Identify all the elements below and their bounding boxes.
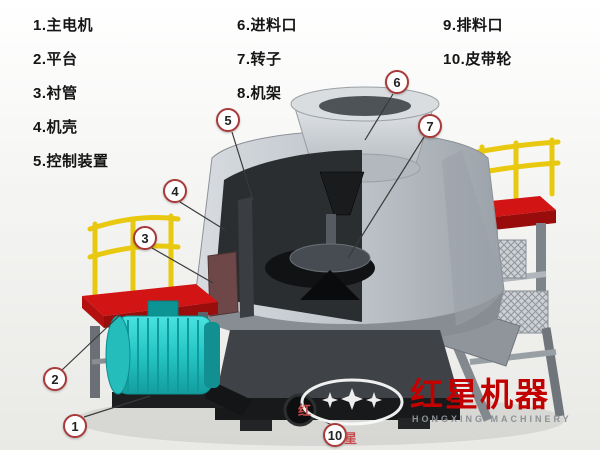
callout-3: 3 [133, 226, 157, 250]
legend-item-5: 5.控制装置 [33, 153, 109, 170]
brand-name-cn: 红星机器 [410, 376, 550, 413]
legend-item-6: 6.进料口 [237, 17, 298, 34]
callout-10: 10 [323, 423, 347, 447]
callout-1: 1 [63, 414, 87, 438]
legend-item-3: 3.衬管 [33, 85, 78, 102]
legend-item-4: 4.机壳 [33, 119, 78, 136]
inner-funnel [319, 171, 365, 216]
callout-5: 5 [216, 108, 240, 132]
legend-item-9: 9.排料口 [443, 17, 504, 34]
callout-2: 2 [43, 367, 67, 391]
callout-lines [61, 93, 425, 425]
brand-logo [300, 378, 404, 426]
brand-mark-bottom: 星 [344, 431, 358, 446]
legend-item-7: 7.转子 [237, 51, 282, 68]
callout-6: 6 [385, 70, 409, 94]
machine-base [215, 330, 460, 431]
callout-7: 7 [418, 114, 442, 138]
cutaway-interior [207, 150, 375, 322]
rotor [289, 243, 371, 273]
left-railing [87, 213, 181, 299]
legend-item-10: 10.皮带轮 [443, 51, 512, 68]
callout-4: 4 [163, 179, 187, 203]
brand-name-en: HONGXING MACHINERY [412, 414, 572, 424]
main-motor [105, 300, 252, 416]
brand-mark-left: 红 [298, 403, 312, 418]
legend-item-8: 8.机架 [237, 85, 282, 102]
legend-item-2: 2.平台 [33, 51, 78, 68]
legend-item-1: 1.主电机 [33, 17, 94, 34]
